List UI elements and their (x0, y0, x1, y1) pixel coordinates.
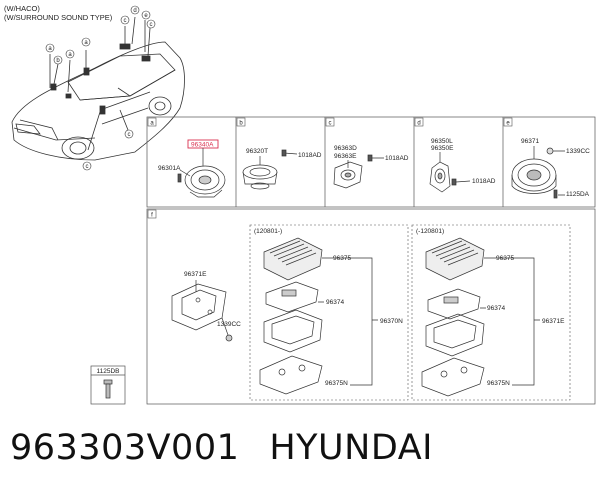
label-96371: 96371 (521, 138, 539, 145)
label-96363D: 96363D (334, 145, 357, 152)
tab-f: f (151, 212, 153, 218)
part-number: 963303V001 (10, 428, 240, 468)
label-1125DB: 1125DB (96, 368, 119, 375)
assembly-box-1: (120801-) 96375 96374 96370N 96375N (249, 224, 409, 401)
mid-speaker (333, 154, 384, 189)
callout-c-4: c (124, 129, 134, 139)
callout-a-2: a (81, 37, 91, 47)
label-1339CC-e: 1339CC (566, 148, 590, 155)
callout-b-1: a (65, 49, 75, 59)
label-96363E: 96363E (334, 153, 357, 160)
svg-text:c: c (124, 18, 127, 24)
bolt-icon (103, 379, 113, 399)
car-illustration (11, 16, 185, 161)
tab-b: b (239, 120, 243, 126)
section-b: 96320T 1018AD (242, 148, 322, 190)
box1-label-96375N: 96375N (325, 380, 348, 387)
top-panel (146, 116, 596, 208)
svg-text:b: b (56, 58, 60, 64)
box1-title: (120801-) (254, 228, 282, 235)
header-line-1: (W/HACO) (4, 4, 40, 13)
svg-text:c: c (86, 164, 89, 170)
header-line-2: (W/SURROUND SOUND TYPE) (4, 13, 113, 22)
tab-c: c (329, 120, 332, 126)
label-96371E-left: 96371E (184, 271, 207, 278)
section-c: 96363D 96363E 1018AD (333, 145, 409, 189)
label-96350E: 96350E (431, 145, 454, 152)
label-1018AD-b: 1018AD (298, 152, 322, 159)
tab-e: e (506, 120, 510, 126)
callout-c-5: c (82, 161, 92, 171)
section-a: 96340A 96301A (158, 139, 226, 198)
label-1339CC-f: 1339CC (217, 321, 241, 328)
svg-text:c: c (128, 132, 131, 138)
box2-label-96374: 96374 (487, 305, 505, 312)
callout-d: d (130, 5, 140, 15)
box1-label-96374: 96374 (326, 299, 344, 306)
section-e: 96371 1339CC 1125DA (511, 138, 590, 199)
box1-amplifier-stack (259, 237, 378, 395)
woofer-speaker (177, 148, 226, 198)
box1-label-96370N: 96370N (380, 318, 403, 325)
tab-d: d (417, 120, 420, 126)
callout-c-1: a (45, 43, 55, 53)
tab-a: a (150, 120, 154, 126)
box2-title: (-120801) (416, 228, 444, 235)
box2-label-96375: 96375 (496, 255, 514, 262)
tweeter-speaker (242, 149, 298, 190)
label-1018AD-c: 1018AD (385, 155, 409, 162)
callout-a-1: b (53, 55, 63, 65)
car-callouts: a b a a c d e c c c (45, 5, 156, 171)
section-d: 96350L 96350E 1018AD (429, 138, 496, 193)
callout-e: e (141, 10, 151, 20)
box2-amplifier-stack (421, 237, 540, 397)
svg-text:e: e (144, 13, 148, 19)
label-96350L: 96350L (431, 138, 453, 145)
svg-text:a: a (68, 52, 72, 58)
section-tabs: a b c d e (147, 117, 513, 126)
svg-text:a: a (48, 46, 52, 52)
label-96301A: 96301A (158, 165, 181, 172)
assembly-box-2: (-120801) 96375 96374 96371E 96375N (411, 224, 571, 401)
box2-label-96375N: 96375N (487, 380, 510, 387)
label-96320T: 96320T (246, 148, 268, 155)
label-96340A: 96340A (191, 142, 214, 149)
subwoofer-speaker (511, 146, 565, 199)
section-f-left: 96371E 1339CC (171, 271, 241, 342)
svg-text:c: c (150, 22, 153, 28)
svg-text:d: d (133, 8, 136, 14)
center-speaker (429, 152, 471, 193)
box1-label-96375: 96375 (333, 255, 351, 262)
callout-c-3: c (146, 19, 156, 29)
svg-text:a: a (84, 40, 88, 46)
brand-name: HYUNDAI (269, 428, 433, 468)
label-1018AD-d: 1018AD (472, 178, 496, 185)
amp-bracket (171, 280, 233, 342)
box2-label-96371E: 96371E (542, 318, 565, 325)
footer-title: 963303V001 HYUNDAI (10, 428, 463, 468)
label-1125DA: 1125DA (566, 191, 590, 198)
callout-c-2: c (120, 15, 130, 25)
bottom-panel (146, 208, 596, 405)
bolt-box: 1125DB (90, 365, 126, 405)
